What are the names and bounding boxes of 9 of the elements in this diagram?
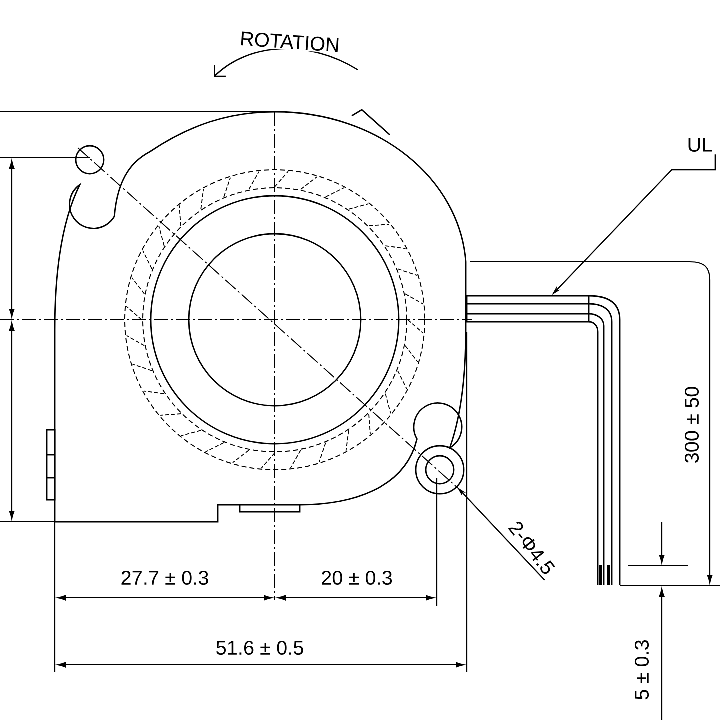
dimension-label: 20 ± 0.3 [320, 570, 394, 586]
mounting-hole [415, 445, 465, 495]
dimension-label: 5 ± 0.3 [634, 638, 650, 702]
wire-bundle [466, 295, 590, 323]
rotation-label: ROTATION [238, 30, 342, 54]
dimension-label: 300 ± 50 [684, 385, 700, 465]
leader-label: UL [688, 138, 712, 152]
dimension-label: 51.6 ± 0.5 [214, 640, 306, 656]
dimension-label: 27.7 ± 0.3 [120, 570, 210, 586]
